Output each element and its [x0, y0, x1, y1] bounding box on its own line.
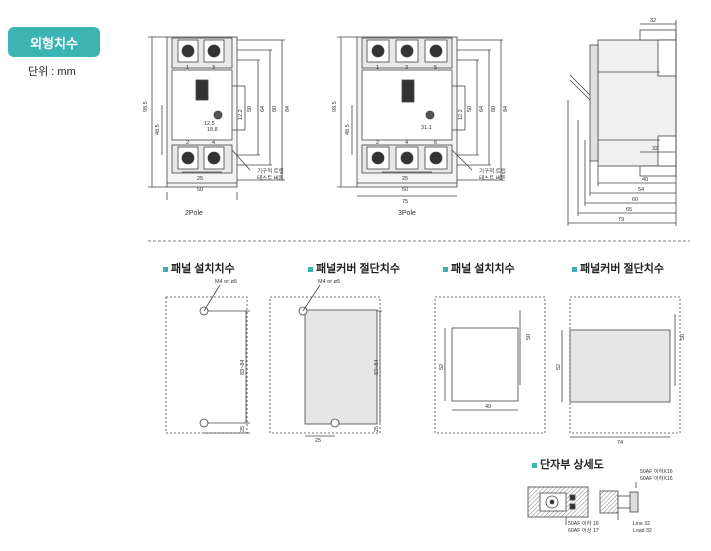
dim-3p-50: 50: [467, 106, 473, 112]
terminal-3p-4: 4: [405, 140, 408, 146]
terminal-detail-drawing: [527, 482, 639, 525]
side-dim-60: 60: [632, 197, 638, 203]
dim-2p-84: 84: [285, 106, 291, 112]
dim-3p-84: 84: [503, 106, 509, 112]
dim-3p-12-2: 12.2: [458, 109, 464, 120]
section-panel-cover-1: 패널커버 절단치수: [308, 260, 400, 276]
terminal-right-bottom-1: Line 32: [633, 521, 650, 527]
cut4-base: 74: [617, 440, 623, 446]
cut1-bottom: 25: [240, 426, 246, 432]
dim-2p-64: 64: [260, 106, 266, 112]
section-title: 패널커버 절단치수: [580, 263, 665, 275]
cut4-right: 50: [680, 334, 686, 340]
terminal-right-top-2: 60AF 이하X16: [640, 474, 673, 482]
dim-3p-50b: 50: [402, 187, 408, 193]
cutout-panel-install-1: [165, 284, 250, 434]
dim-2p-12-5: 12.5: [204, 121, 215, 127]
cut3-right: 50: [526, 334, 532, 340]
button-note-2p-1: 기구적 트립: [257, 167, 284, 175]
dim-2p-50b: 50: [197, 187, 203, 193]
side-dim-54: 54: [638, 187, 644, 193]
dim-2p-12-2: 12.2: [238, 109, 244, 120]
breaker-3pole-labels: 98.5 48.5 50 64 80 84 12.2 31.1 25 50 75…: [332, 65, 509, 205]
breaker-2pole-drawing: [148, 36, 285, 200]
bullet-icon: [443, 266, 448, 272]
cut3-base: 49: [485, 404, 491, 410]
terminal-right-bottom-2: Load 32: [633, 528, 652, 534]
terminal-2p-1: 1: [186, 65, 189, 71]
section-panel-install-2: 패널 설치치수: [443, 260, 515, 276]
side-dim-79: 79: [618, 217, 624, 223]
side-view-labels: 32 32 40 54 60 65 79: [618, 18, 658, 223]
side-dim-32-top: 32: [650, 18, 656, 24]
dim-3p-80: 80: [491, 106, 497, 112]
side-dim-40: 40: [642, 177, 648, 183]
dim-2p-98-5: 98.5: [143, 101, 149, 112]
section-terminal-detail: 단자부 상세도: [532, 456, 604, 472]
cut1-hole-label: M4 or ø5: [215, 279, 237, 285]
terminal-left-2: 60AF 이상 17: [568, 526, 599, 534]
breaker-2pole-labels: 98.5 48.5 50 64 80 84 12.2 12.5 18.8 25 …: [143, 65, 291, 193]
section-panel-cover-2: 패널커버 절단치수: [572, 260, 664, 276]
button-note-2p-2: 테스트 버튼: [257, 174, 284, 182]
terminal-3p-2: 2: [376, 140, 379, 146]
terminal-2p-3: 3: [212, 65, 215, 71]
terminal-2p-2: 2: [186, 140, 189, 146]
cut4-side: 52: [556, 364, 562, 370]
dim-2p-80: 80: [272, 106, 278, 112]
caption-2pole: 2Pole: [185, 210, 203, 217]
cutout-panel-install-2: [434, 296, 546, 434]
dim-2p-25: 25: [197, 176, 203, 182]
cut2-bottom: 25: [374, 426, 380, 432]
terminal-left-1: 50AF 이하 16: [568, 519, 599, 527]
cut2-height: 83~84: [374, 360, 380, 375]
bullet-icon: [163, 266, 168, 272]
unit-label: 단위 : mm: [28, 66, 76, 78]
terminal-3p-1: 1: [376, 65, 379, 71]
cut2-hole-label: M4 or ø5: [318, 279, 340, 285]
dim-3p-64: 64: [479, 106, 485, 112]
terminal-3p-3: 3: [405, 65, 408, 71]
cut3-side: 52: [439, 364, 445, 370]
section-title: 패널커버 절단치수: [316, 263, 401, 275]
section-title: 패널 설치치수: [451, 263, 515, 275]
cutout-panel-cover-1: [269, 284, 382, 437]
breaker-side-view: [567, 20, 677, 226]
section-panel-install-1: 패널 설치치수: [163, 260, 235, 276]
button-note-3p-2: 테스트 버튼: [479, 174, 506, 182]
dim-3p-75: 75: [402, 199, 408, 205]
dim-3p-25: 25: [402, 176, 408, 182]
dim-2p-18-8: 18.8: [207, 127, 218, 133]
section-badge: 외형치수: [8, 27, 100, 57]
bullet-icon: [308, 266, 313, 272]
dim-3p-48-5: 48.5: [345, 124, 351, 135]
button-note-3p-1: 기구적 트립: [479, 167, 506, 175]
dim-3p-98-5: 98.5: [332, 101, 338, 112]
terminal-right-top-1: 50AF 이하X16: [640, 467, 673, 475]
breaker-3pole-drawing: [337, 36, 503, 197]
dim-2p-50: 50: [247, 106, 253, 112]
dim-3p-31-1: 31.1: [421, 125, 432, 131]
cutout-panel-cover-2: [561, 296, 681, 438]
cut2-base: 25: [315, 438, 321, 444]
section-title: 단자부 상세도: [540, 459, 604, 471]
dim-2p-48-5: 48.5: [155, 124, 161, 135]
section-title: 패널 설치치수: [171, 263, 235, 275]
terminal-3p-6: 6: [434, 140, 437, 146]
caption-3pole: 3Pole: [398, 210, 416, 217]
bullet-icon: [532, 462, 537, 468]
side-dim-32-mid: 32: [652, 146, 658, 152]
terminal-3p-5: 5: [434, 65, 437, 71]
terminal-2p-4: 4: [212, 140, 215, 146]
side-dim-65: 65: [626, 207, 632, 213]
cut1-height: 83~84: [240, 360, 246, 375]
bullet-icon: [572, 266, 577, 272]
